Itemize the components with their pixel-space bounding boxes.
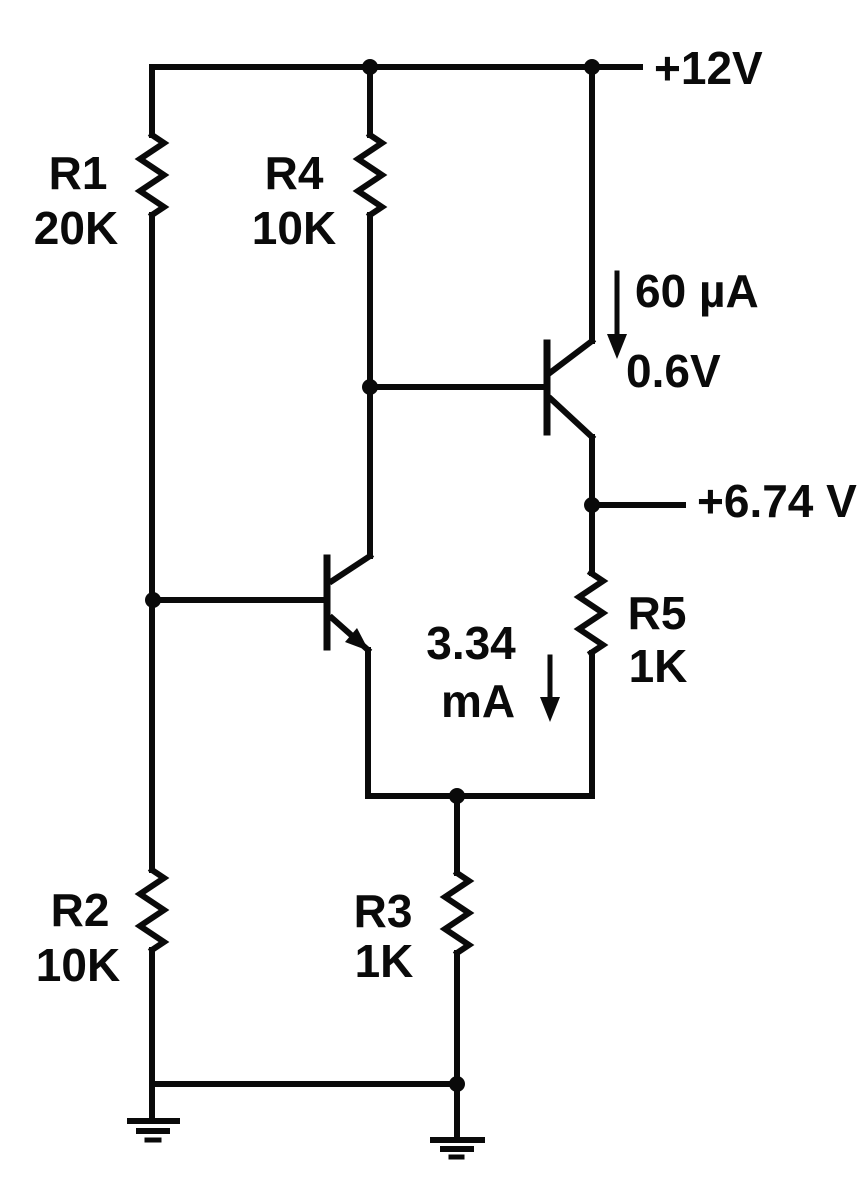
junction-dot xyxy=(449,788,465,804)
junction-dot xyxy=(362,59,378,75)
junction-dot xyxy=(362,379,378,395)
resistor-r1-symbol xyxy=(134,130,170,220)
resistor-r1-ref: R1 xyxy=(48,147,108,199)
emitter-current-arrow xyxy=(540,654,560,722)
base-current-arrow xyxy=(607,270,627,359)
q1-collector-lead xyxy=(327,384,375,586)
transistor-q2 xyxy=(367,64,597,508)
resistor-r3-ref: R3 xyxy=(353,885,413,937)
resistor-r3-value: 1K xyxy=(354,935,414,987)
junction-dots xyxy=(145,59,600,1092)
junction-dot xyxy=(449,1076,465,1092)
base-current-label: 60 µA xyxy=(635,265,759,317)
resistor-r5-value: 1K xyxy=(628,640,688,692)
emitter-current-value: 3.34 xyxy=(426,617,516,669)
junction-dot xyxy=(584,497,600,513)
resistor-r3-symbol xyxy=(439,868,475,958)
ground-symbol-left xyxy=(127,1118,180,1143)
resistor-r2-ref: R2 xyxy=(50,884,110,936)
supply-voltage-label: +12V xyxy=(654,42,763,94)
q2-collector-lead xyxy=(546,64,597,377)
resistor-r4-value: 10K xyxy=(251,202,337,254)
resistor-r2-value: 10K xyxy=(35,939,121,991)
q1-emitter-arrow xyxy=(345,628,369,651)
transistor-q1 xyxy=(150,384,375,799)
q2-emitter-lead xyxy=(546,394,597,508)
vbe-label: 0.6V xyxy=(626,345,721,397)
junction-dot xyxy=(145,592,161,608)
ground-symbol-right xyxy=(430,1137,485,1160)
output-voltage-label: +6.74 V xyxy=(697,475,857,527)
resistor-r5-ref: R5 xyxy=(627,587,687,639)
resistor-r4-symbol xyxy=(352,130,388,220)
resistor-r2-symbol xyxy=(134,865,170,955)
junction-dot xyxy=(584,59,600,75)
resistor-r1-value: 20K xyxy=(33,202,119,254)
resistor-r4-ref: R4 xyxy=(264,147,324,199)
emitter-current-unit: mA xyxy=(440,675,516,727)
resistor-r5-symbol xyxy=(573,568,609,658)
